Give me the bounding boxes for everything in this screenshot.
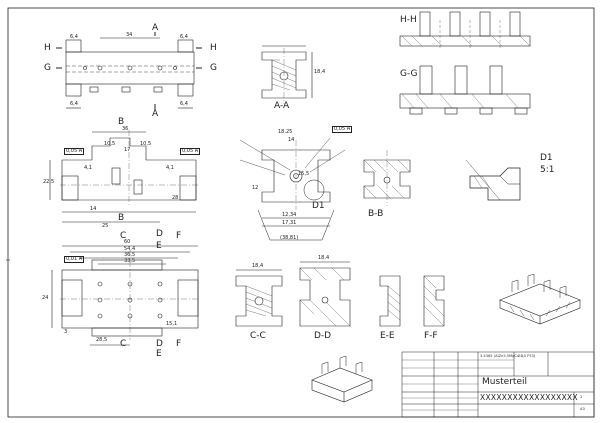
section-label-a-a: A-A (274, 101, 290, 111)
cut-mark-a-bottom: A (152, 109, 159, 119)
dim-plan-28-5: 28,5 (96, 337, 108, 343)
dim-c-18-25: 18,25 (278, 129, 293, 135)
tolerance-frame-c: 0,05 A (332, 126, 353, 133)
dim-c-38-81: (38,81) (280, 235, 299, 241)
dim-plan-33-5: 33,5 (124, 258, 136, 264)
cut-mark-d-bottom: D (156, 339, 163, 349)
dim-dd-18-4: 18,4 (318, 255, 330, 261)
cut-mark-h-right: H (210, 43, 217, 53)
dim-front-4-1-b: 4,1 (166, 165, 174, 171)
view-section-f-f (423, 275, 445, 327)
dim-plan-24: 24 (42, 295, 49, 301)
view-front-top (56, 32, 202, 110)
dim-front-14: 14 (90, 206, 97, 212)
cut-mark-c-bottom: C (120, 339, 127, 349)
dim-c-14: 14 (288, 137, 295, 143)
dim-front-25: 25 (102, 223, 109, 229)
cut-mark-f-top: F (176, 231, 182, 241)
dim-top-34: 34 (126, 32, 133, 38)
dim-front-4-1-a: 4,1 (84, 165, 92, 171)
dim-aa-18-4: 18,4 (314, 69, 326, 75)
view-section-h-h (399, 11, 531, 50)
dim-front-28: 28 (172, 195, 179, 201)
tolerance-frame-front-right: 0,05 A (180, 148, 201, 155)
dim-c-15-5: 15,5 (298, 171, 310, 177)
title-block-revision: A3 (580, 407, 585, 411)
cut-mark-f-bottom: F (176, 339, 182, 349)
view-section-c (239, 137, 346, 241)
dim-c-17-31: 17,31 (282, 220, 297, 226)
title-block-material: 3.4365 (AlZn5,5MgCu 1,5 F53) (480, 354, 536, 358)
dim-front-17: 17 (124, 147, 131, 153)
detail-callout-d1: D1 (312, 201, 325, 211)
dim-c-12: 12 (252, 185, 259, 191)
dim-plan-15-1: 15,1 (166, 321, 178, 327)
dim-top-6-4-b: 6,4 (180, 34, 188, 40)
view-front-middle (49, 130, 198, 223)
dim-top-6-4-a: 6,4 (70, 34, 78, 40)
title-block-drawing-number: XXXXXXXXXXXXXXXXXX (480, 393, 578, 402)
view-section-a-a (261, 45, 313, 104)
section-label-g-g: G-G (400, 69, 418, 79)
section-label-h-h: H-H (400, 15, 417, 25)
view-detail-d1 (465, 159, 521, 201)
cut-mark-d-top: D (156, 229, 163, 239)
section-label-f-f: F-F (424, 331, 438, 341)
cut-mark-e-top: E (156, 241, 162, 251)
view-section-c-c (235, 269, 283, 327)
cut-mark-c-top: C (120, 231, 127, 241)
title-block-scale: 2:1 (518, 354, 524, 358)
title-block-sheet: 1 (580, 395, 583, 399)
sheet-border (7, 7, 595, 418)
dim-front-36: 36 (122, 126, 129, 132)
view-section-d-d (299, 261, 351, 327)
tolerance-frame-front-left: 0,05 A (64, 148, 85, 155)
view-isometric-bottom (311, 355, 373, 403)
view-section-b-b (363, 150, 411, 206)
dim-top-6-4-d: 6,4 (180, 101, 188, 107)
tolerance-frame-plan: 0,01 A (64, 256, 85, 263)
section-label-e-e: E-E (380, 331, 395, 341)
cut-mark-g-left: G (44, 63, 51, 73)
detail-scale-label: 5:1 (540, 165, 555, 175)
title-block (401, 351, 595, 418)
section-label-c-c: C-C (250, 331, 266, 341)
cut-mark-h-left: H (44, 43, 51, 53)
section-label-d-d: D-D (314, 331, 332, 341)
view-section-e-e (379, 275, 401, 327)
cut-mark-g-right: G (210, 63, 217, 73)
dim-front-22-5: 22,5 (43, 179, 55, 185)
dim-c-12-34: 12,34 (282, 212, 297, 218)
dim-top-6-4-c: 6,4 (70, 101, 78, 107)
dim-plan-3: 3 (64, 329, 68, 335)
section-label-b-b: B-B (368, 209, 384, 219)
cut-mark-a-top: A (152, 23, 159, 33)
detail-label-d1: D1 (540, 153, 553, 163)
dim-front-10-5-a: 10,5 (104, 141, 116, 147)
cut-mark-b-top: B (118, 117, 125, 127)
view-plan-bottom (51, 245, 200, 346)
dim-plan-54-4: 54,4 (124, 246, 136, 252)
title-block-part-name: Musterteil (482, 377, 527, 387)
view-section-g-g (399, 65, 531, 115)
dim-plan-36-5: 36,5 (124, 252, 136, 258)
cut-mark-e-bottom: E (156, 349, 162, 359)
view-isometric-right (499, 273, 581, 325)
dim-front-10-5-b: 10,5 (140, 141, 152, 147)
dim-plan-60: 60 (124, 239, 131, 245)
cut-mark-b-bottom: B (118, 213, 125, 223)
dim-cc-18-4: 18,4 (252, 263, 264, 269)
